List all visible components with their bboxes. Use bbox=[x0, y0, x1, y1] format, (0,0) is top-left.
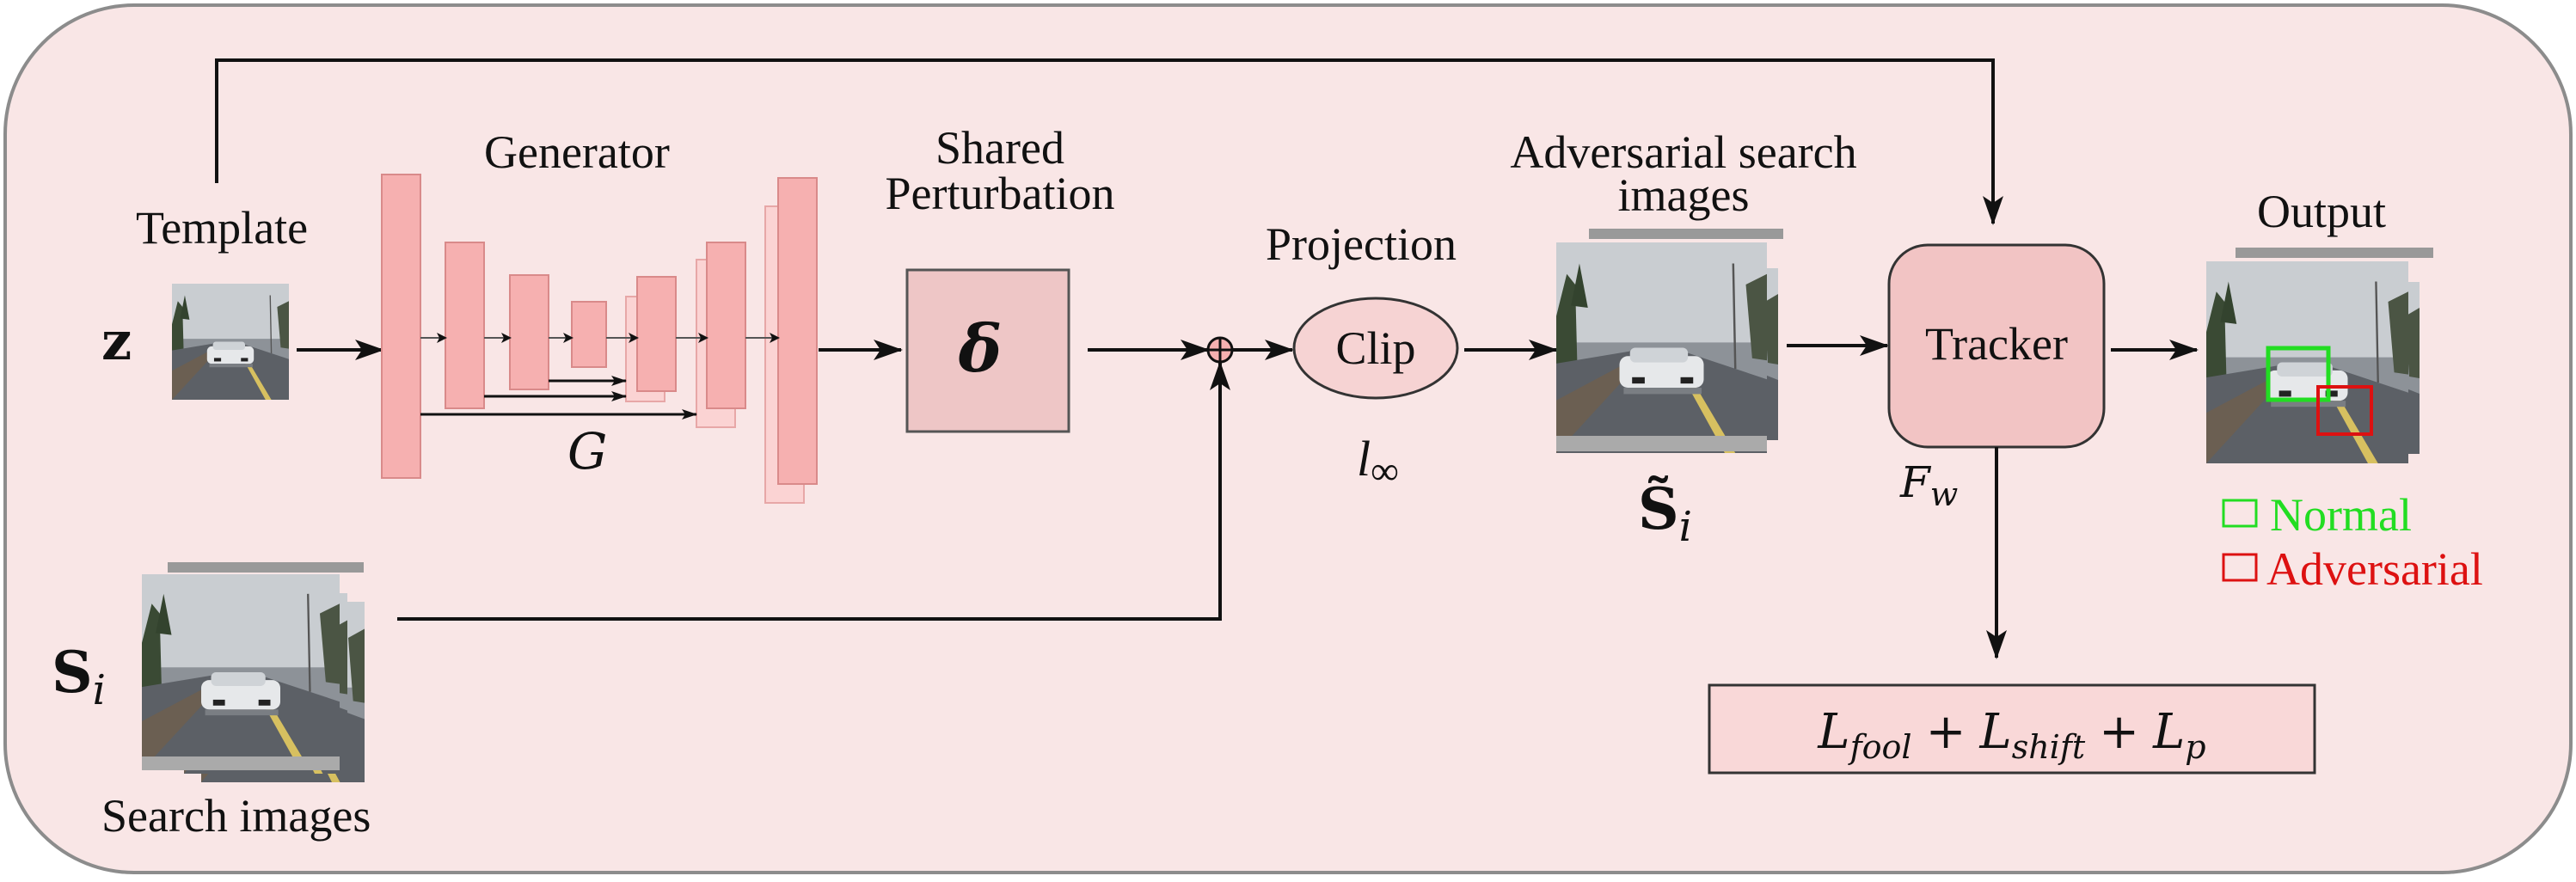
tracker-label: Tracker bbox=[1925, 318, 2068, 370]
adversarial-search-label-line2: images bbox=[1618, 169, 1750, 221]
legend-normal-swatch bbox=[2222, 499, 2258, 528]
delta-box bbox=[905, 268, 1070, 433]
shared-perturbation-label-line1: Shared bbox=[935, 122, 1064, 174]
s-symbol: Si bbox=[52, 639, 106, 714]
generator-network bbox=[381, 174, 818, 504]
template-image bbox=[172, 284, 289, 400]
normal-box bbox=[2266, 346, 2331, 402]
loss-box bbox=[1708, 683, 2316, 775]
output-image-stack bbox=[2206, 248, 2433, 463]
s-tilde-symbol: S̃i bbox=[1638, 475, 1692, 551]
generator-label: Generator bbox=[484, 126, 670, 178]
template-symbol-z: z bbox=[101, 309, 132, 372]
clip-ellipse bbox=[1292, 297, 1459, 400]
projection-label: Projection bbox=[1266, 218, 1457, 270]
loss-formula: Lfool+Lshift+Lp bbox=[1817, 704, 2205, 766]
legend-normal-label: Normal bbox=[2270, 489, 2412, 541]
adversarial-search-label-line1: Adversarial search bbox=[1510, 126, 1856, 178]
output-label: Output bbox=[2257, 186, 2386, 237]
clip-label: Clip bbox=[1335, 322, 1415, 374]
adversarial-box bbox=[2316, 385, 2373, 436]
template-to-tracker-arrow bbox=[215, 58, 2003, 225]
search-images-label: Search images bbox=[101, 790, 371, 842]
add-operator-icon bbox=[1206, 336, 1234, 364]
delta-symbol: δ bbox=[958, 310, 1003, 387]
search-to-add-arrow bbox=[397, 361, 1230, 621]
legend: Normal Adversarial bbox=[2222, 489, 2483, 595]
legend-adversarial-label: Adversarial bbox=[2266, 543, 2483, 595]
adversarial-image-stack bbox=[1556, 229, 1783, 453]
shared-perturbation-label-line2: Perturbation bbox=[886, 168, 1115, 219]
template-label: Template bbox=[136, 202, 308, 254]
generator-symbol: G bbox=[567, 422, 607, 481]
background-frame bbox=[3, 3, 2573, 874]
tracker-function-symbol: Fw bbox=[1899, 457, 1958, 513]
l-infinity-symbol: l∞ bbox=[1357, 431, 1399, 493]
legend-adversarial-swatch bbox=[2222, 553, 2258, 582]
search-image-stack bbox=[142, 562, 365, 782]
